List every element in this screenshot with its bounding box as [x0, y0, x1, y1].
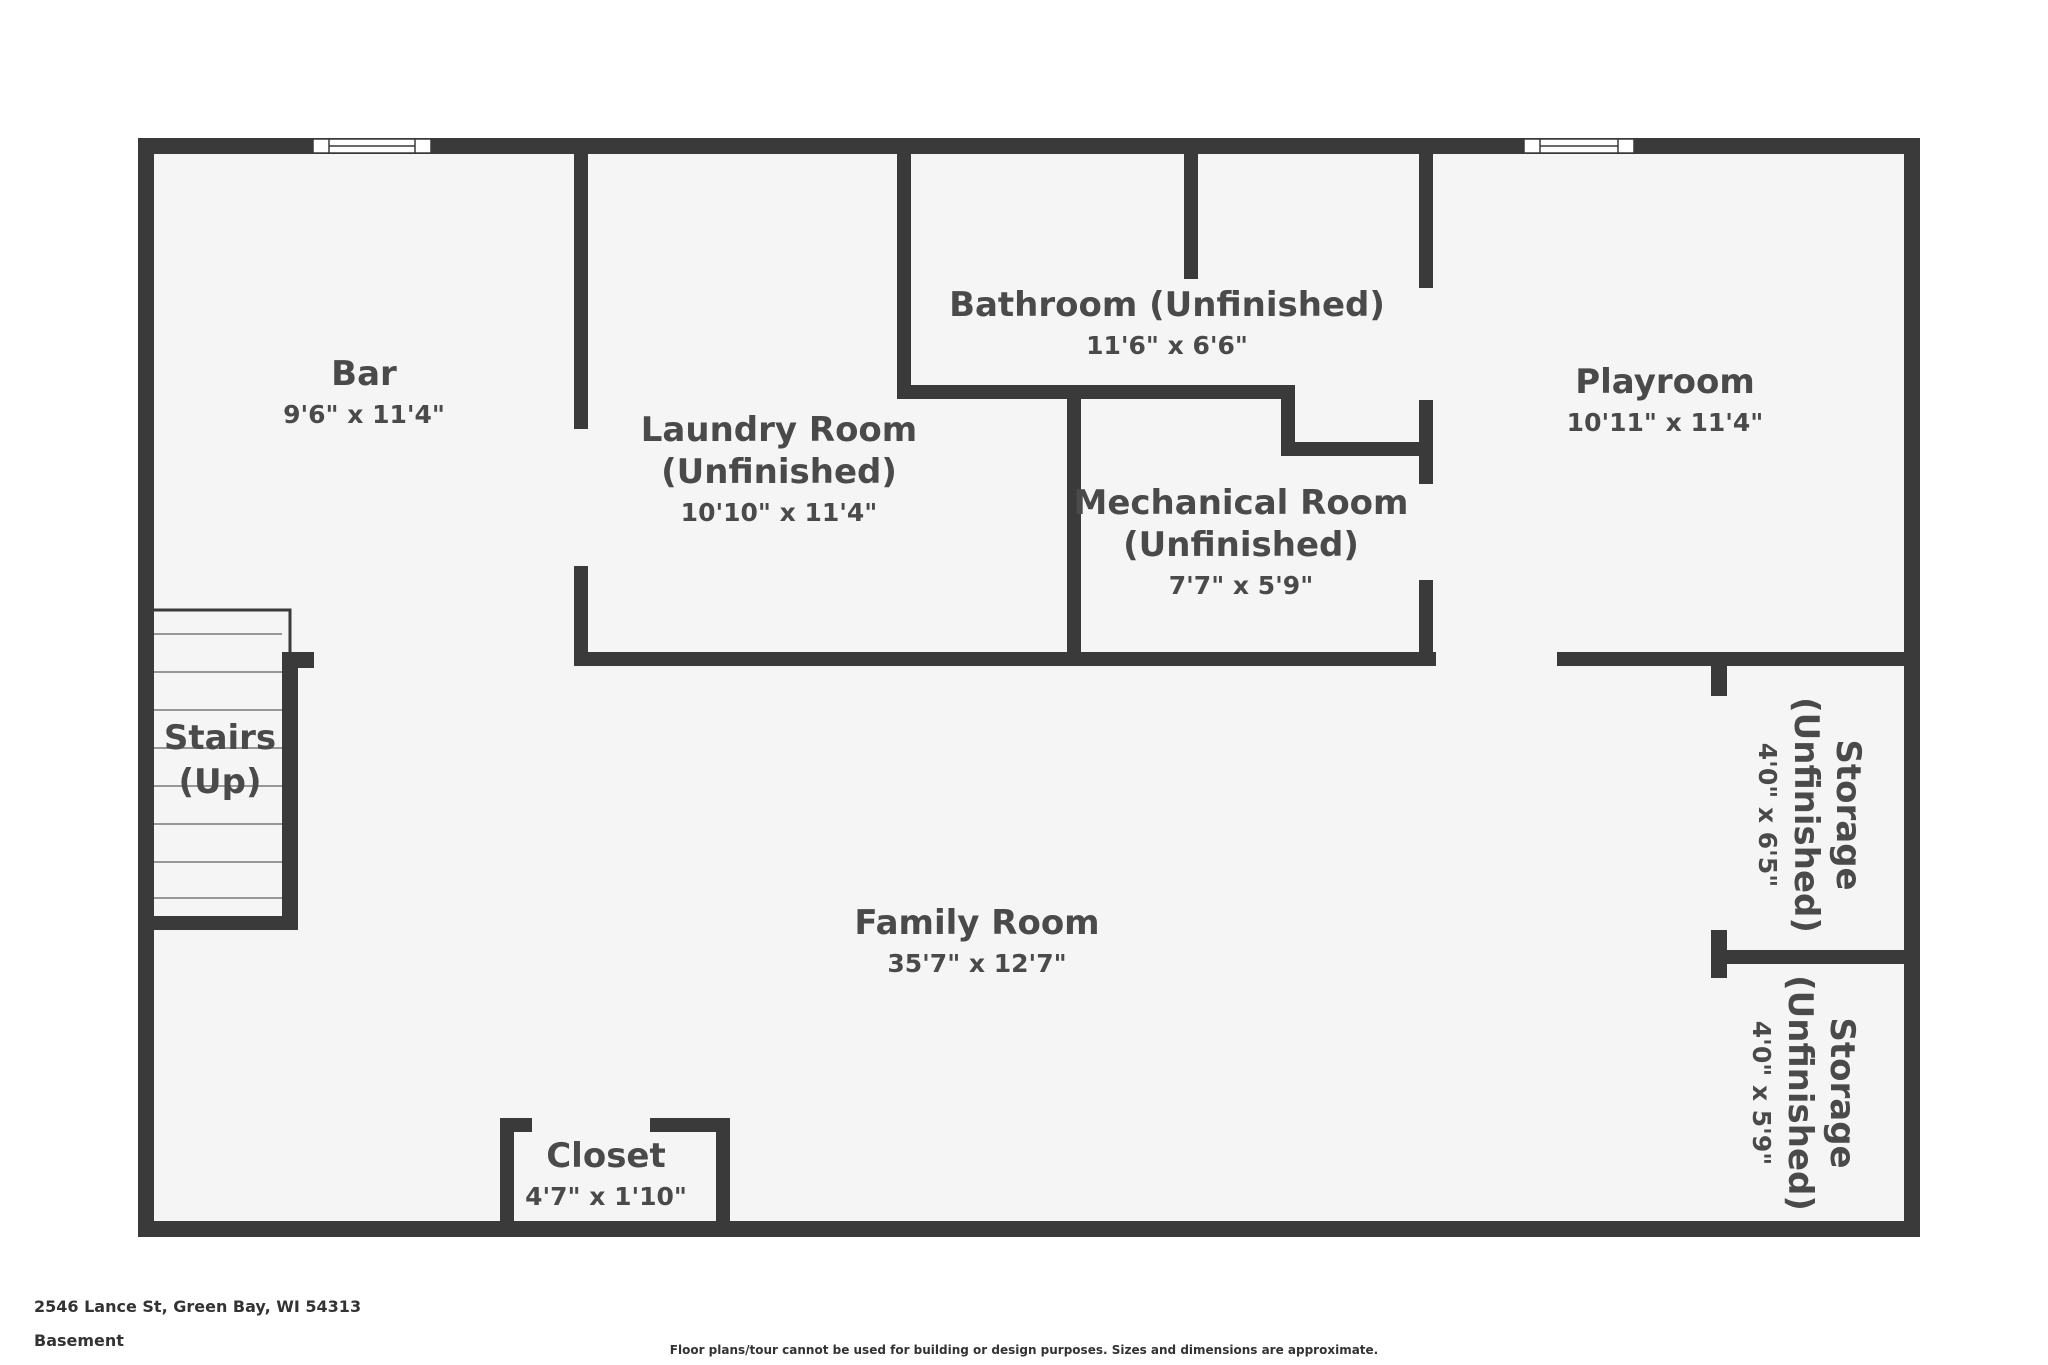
room-labels: Bar 9'6" x 11'4" Laundry Room (Unfinishe… [164, 285, 1764, 1211]
closet-dims: 4'7" x 1'10" [525, 1182, 687, 1211]
wall-playroom-left-c [1419, 580, 1433, 666]
address-text: 2546 Lance St, Green Bay, WI 54313 [34, 1297, 362, 1316]
wall-closet-top-right [650, 1118, 730, 1132]
wall-closet-top-left [500, 1118, 532, 1132]
wall-laundry-bathroom [897, 146, 911, 397]
mechanical-dims: 7'7" x 5'9" [1169, 571, 1313, 600]
wall-bathroom-partition [1184, 146, 1198, 279]
playroom-dims: 10'11" x 11'4" [1567, 408, 1764, 437]
storage-lower-label: Storage (Unfinished) 4'0" x 5'9" [1747, 975, 1862, 1211]
exterior-wall-right [1904, 138, 1920, 1237]
storage-upper-dims: 4'0" x 6'5" [1753, 743, 1782, 887]
wall-stairs-stub [282, 652, 314, 668]
floor-label: Basement [34, 1331, 124, 1350]
storage-lower-name-line1: Storage [1822, 1017, 1862, 1168]
disclaimer-text: Floor plans/tour cannot be used for buil… [669, 1343, 1379, 1357]
storage-upper-name-line2: (Unfinished) [1786, 697, 1826, 933]
exterior-wall-bottom [138, 1221, 1920, 1237]
wall-storage-left-a [1711, 652, 1727, 696]
wall-stairs-bottom [146, 916, 298, 930]
wall-bathroom-step [1281, 385, 1295, 456]
wall-storage-divider [1711, 950, 1912, 964]
mechanical-name-line2: (Unfinished) [1123, 525, 1359, 565]
stairs-name-line2: (Up) [178, 762, 261, 802]
playroom-name: Playroom [1575, 362, 1755, 402]
bathroom-dims: 11'6" x 6'6" [1086, 331, 1248, 360]
closet-name: Closet [546, 1136, 666, 1176]
wall-bar-laundry-upper [574, 146, 588, 429]
wall-playroom-left-a [1419, 146, 1433, 288]
walls [138, 138, 1920, 1237]
wall-bathroom-bottom [897, 385, 1295, 399]
floor-area [145, 145, 1912, 1229]
wall-playroom-left-b [1419, 400, 1433, 484]
wall-closet-left [500, 1118, 514, 1229]
family-dims: 35'7" x 12'7" [887, 949, 1066, 978]
storage-upper-name-line1: Storage [1828, 739, 1868, 890]
mechanical-name-line1: Mechanical Room [1074, 483, 1409, 523]
wall-playroom-bottom [1557, 652, 1912, 666]
stairs [146, 608, 292, 899]
wall-laundry-mechanical-bottom [574, 652, 1436, 666]
wall-closet-right [716, 1118, 730, 1229]
wall-laundry-mechanical [1067, 385, 1081, 666]
wall-bar-laundry-lower [574, 566, 588, 666]
laundry-dims: 10'10" x 11'4" [681, 498, 878, 527]
wall-mechanical-top [1281, 442, 1426, 456]
laundry-name-line2: (Unfinished) [661, 452, 897, 492]
laundry-name-line1: Laundry Room [641, 410, 917, 450]
storage-lower-dims: 4'0" x 5'9" [1747, 1021, 1776, 1165]
family-name: Family Room [854, 903, 1099, 943]
bar-dims: 9'6" x 11'4" [283, 400, 445, 429]
bathroom-name: Bathroom (Unfinished) [949, 285, 1385, 325]
bar-name: Bar [331, 354, 397, 394]
stairs-name-line1: Stairs [164, 718, 276, 758]
exterior-wall-left [138, 138, 154, 1237]
storage-lower-name-line2: (Unfinished) [1780, 975, 1820, 1211]
wall-stairs-right [282, 652, 298, 930]
storage-upper-label: Storage (Unfinished) 4'0" x 6'5" [1753, 697, 1868, 933]
windows [312, 138, 1635, 154]
